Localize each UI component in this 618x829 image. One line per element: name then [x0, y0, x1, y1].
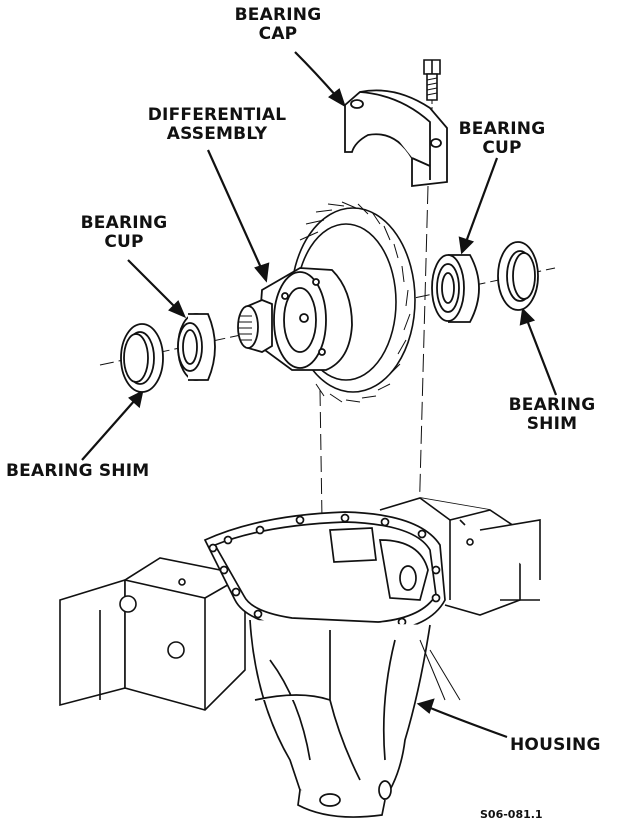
label-bearing-shim-right-line2: SHIM [526, 414, 578, 434]
figure-id: S06-081.1 [480, 808, 543, 821]
label-bearing-shim-left-text: BEARING SHIM [6, 461, 150, 481]
label-bearing-cup-left-line2: CUP [104, 232, 144, 252]
label-bearing-shim-right: BEARING SHIM [502, 396, 602, 434]
label-housing-text: HOUSING [510, 735, 601, 755]
cap-bolt [423, 59, 441, 101]
bearing-cup-right [431, 254, 480, 323]
arrow-bearing-shim-left [81, 389, 144, 461]
bearing-cup-left [177, 313, 216, 381]
differential-case [237, 267, 353, 371]
label-bearing-shim-right-line1: BEARING [508, 395, 596, 415]
bearing-cap [344, 89, 448, 188]
housing [203, 511, 461, 818]
label-differential-assembly-line2: ASSEMBLY [166, 124, 268, 144]
arrow-housing [416, 698, 508, 739]
label-bearing-cap: BEARING CAP [232, 6, 324, 44]
label-differential-assembly: DIFFERENTIAL ASSEMBLY [138, 106, 296, 144]
bearing-shim-left [120, 323, 164, 393]
arrow-bearing-cup-right [458, 157, 499, 255]
label-bearing-cup-left: BEARING CUP [74, 214, 174, 252]
arrow-differential-assembly [206, 149, 270, 283]
label-bearing-cup-left-line1: BEARING [80, 213, 168, 233]
label-bearing-cup-right: BEARING CUP [448, 120, 556, 158]
label-bearing-cup-right-line2: CUP [482, 138, 522, 158]
label-bearing-shim-left: BEARING SHIM [6, 462, 149, 481]
label-bearing-cap-line2: CAP [258, 24, 298, 44]
bearing-shim-right [497, 241, 539, 311]
label-bearing-cap-line1: BEARING [234, 5, 322, 25]
leader-arrows [81, 51, 558, 739]
arrow-bearing-cup-left [127, 259, 187, 319]
label-differential-assembly-line1: DIFFERENTIAL [147, 105, 287, 125]
label-housing: HOUSING [510, 736, 601, 755]
label-bearing-cup-right-line1: BEARING [458, 119, 546, 139]
arrow-bearing-cap [294, 51, 346, 108]
arrow-bearing-shim-right [519, 307, 558, 396]
